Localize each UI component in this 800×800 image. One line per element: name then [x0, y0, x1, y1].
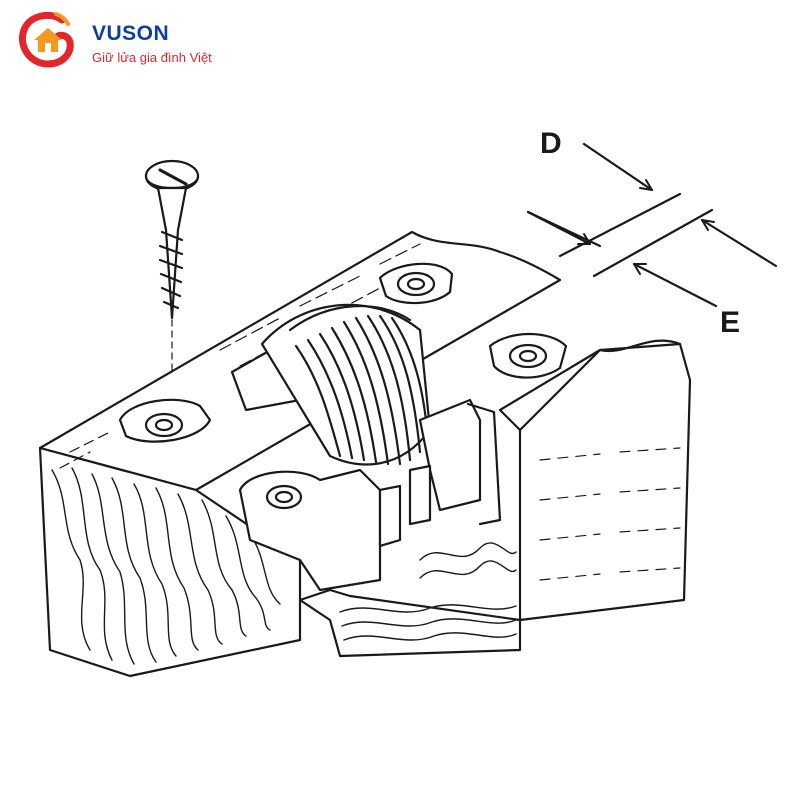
- brand-header: VUSON Giữ lửa gia đình Việt: [18, 10, 238, 70]
- door-block: [38, 230, 562, 678]
- dimension-lines: [526, 142, 778, 308]
- brand-name: VUSON: [92, 22, 170, 45]
- screw-icon: [144, 159, 200, 421]
- dimension-label-d: D: [540, 127, 562, 160]
- vuson-logo-icon: [19, 11, 74, 68]
- frame-block: [298, 332, 692, 658]
- hinge-mechanism: [230, 303, 502, 592]
- dimension-label-e: E: [720, 306, 740, 339]
- brand-tagline: Giữ lửa gia đình Việt: [92, 50, 212, 65]
